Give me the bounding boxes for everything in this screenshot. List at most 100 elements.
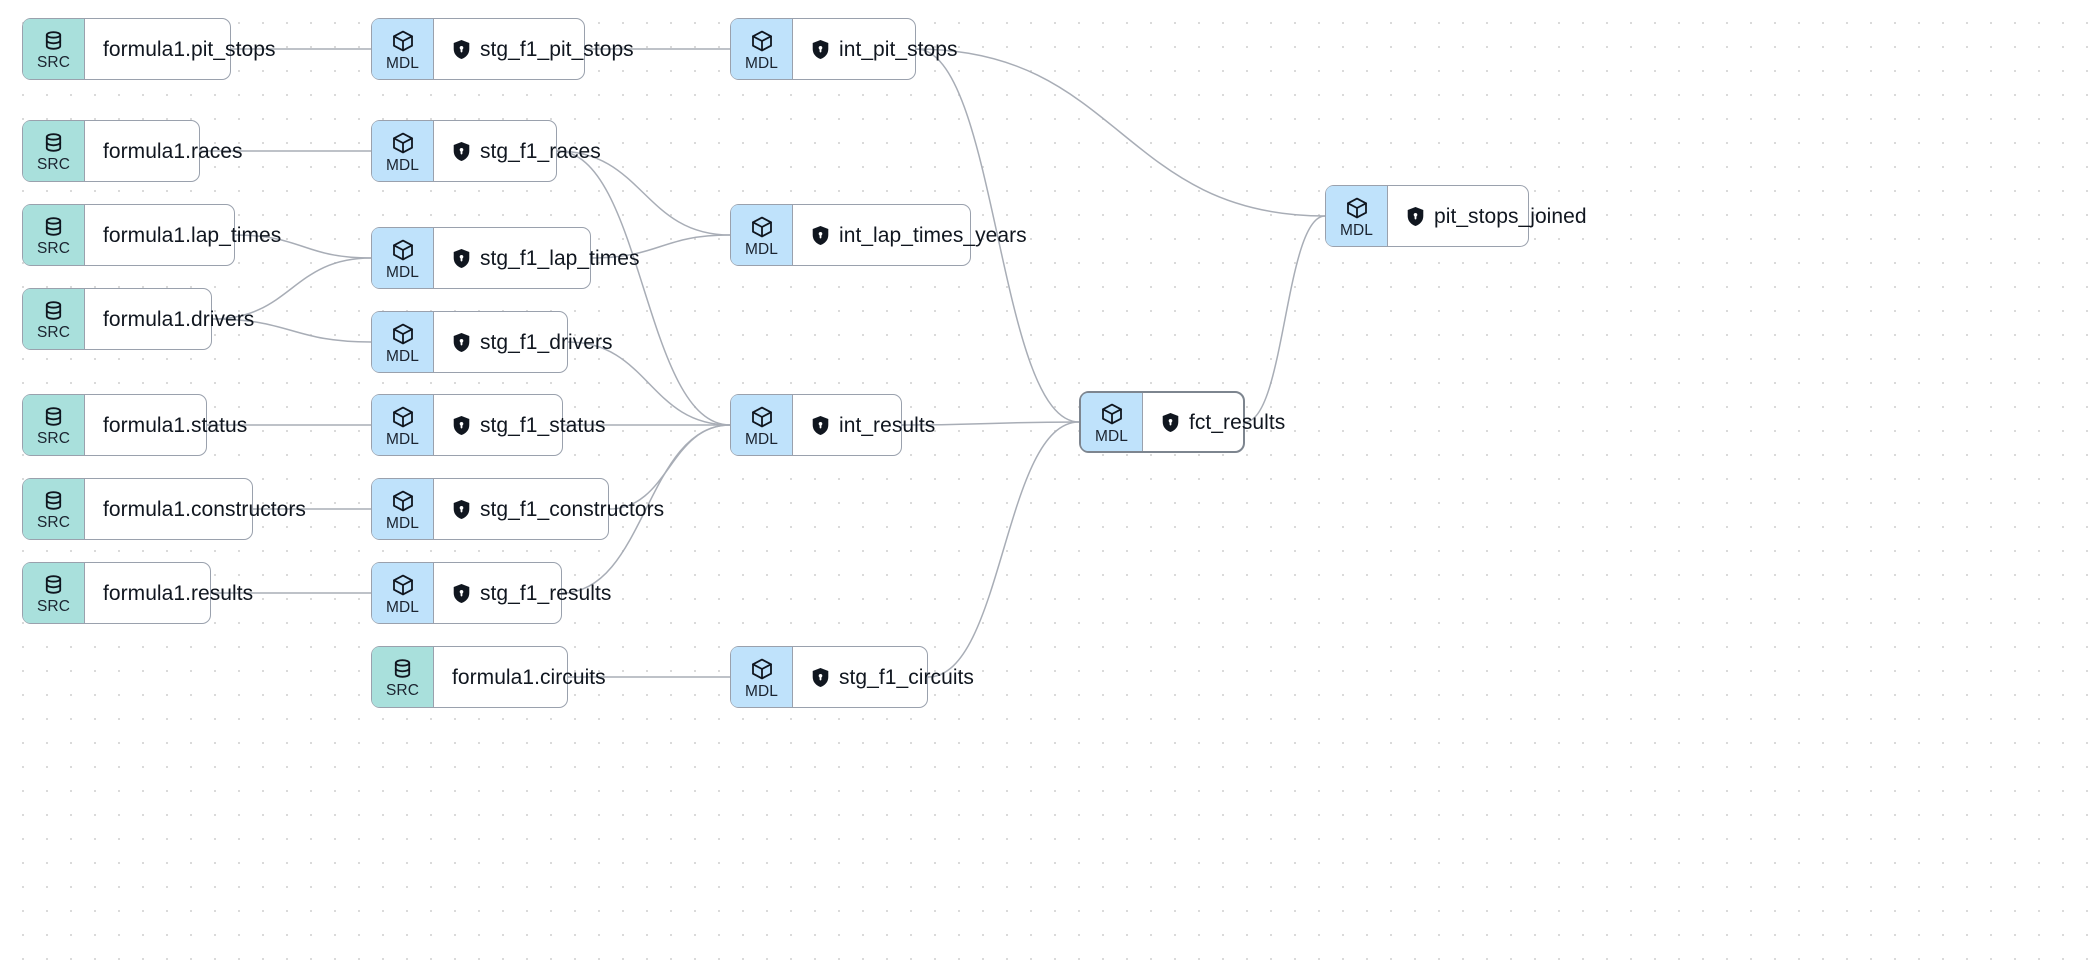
database-icon (391, 657, 414, 680)
node-type-badge-src: SRC (23, 205, 85, 265)
node-body: formula1.drivers (85, 289, 274, 349)
node-label: stg_f1_races (480, 139, 601, 163)
badge-label: MDL (385, 347, 420, 365)
badge-label: MDL (744, 240, 779, 258)
node-label: int_lap_times_years (839, 223, 1027, 247)
badge-label: SRC (385, 682, 420, 700)
node-label: formula1.drivers (103, 307, 255, 331)
node-body: formula1.races (85, 121, 263, 181)
database-icon (42, 299, 65, 322)
database-icon (42, 29, 65, 52)
shield-lock-icon (452, 39, 471, 60)
node-label: formula1.lap_times (103, 223, 282, 247)
node-label: stg_f1_lap_times (480, 246, 640, 270)
graph-node-stg_results[interactable]: MDL stg_f1_results (371, 562, 611, 624)
node-type-badge-mdl: MDL (372, 395, 434, 455)
cube-icon (391, 238, 415, 262)
node-body: stg_f1_status (434, 395, 626, 455)
node-label: formula1.pit_stops (103, 37, 276, 61)
badge-label: SRC (36, 156, 71, 174)
node-body: formula1.constructors (85, 479, 326, 539)
badge-label: SRC (36, 598, 71, 616)
badge-label: MDL (744, 682, 779, 700)
node-label: formula1.races (103, 139, 243, 163)
badge-label: SRC (36, 324, 71, 342)
node-body: stg_f1_constructors (434, 479, 684, 539)
graph-node-int_pit_stops[interactable]: MDL int_pit_stops (730, 18, 958, 80)
shield-lock-icon (452, 141, 471, 162)
node-body: formula1.circuits (434, 647, 626, 707)
shield-lock-icon (452, 248, 471, 269)
badge-label: SRC (36, 54, 71, 72)
badge-label: MDL (744, 54, 779, 72)
database-icon (42, 405, 65, 428)
node-label: int_results (839, 413, 936, 437)
node-type-badge-mdl: MDL (1326, 186, 1388, 246)
shield-lock-icon (452, 583, 471, 604)
node-label: stg_f1_status (480, 413, 606, 437)
badge-label: MDL (385, 598, 420, 616)
node-type-badge-src: SRC (23, 395, 85, 455)
cube-icon (1345, 196, 1369, 220)
node-type-badge-src: SRC (23, 563, 85, 623)
badge-label: SRC (36, 430, 71, 448)
node-body: stg_f1_results (434, 563, 631, 623)
node-type-badge-mdl: MDL (372, 228, 434, 288)
node-type-badge-mdl: MDL (372, 312, 434, 372)
node-body: stg_f1_races (434, 121, 621, 181)
edge-fct_results-to-pit_stops_joined (1244, 215, 1326, 423)
node-type-badge-src: SRC (372, 647, 434, 707)
graph-node-src_pit_stops[interactable]: SRC formula1.pit_stops (22, 18, 275, 80)
badge-label: SRC (36, 514, 71, 532)
node-body: stg_f1_lap_times (434, 228, 660, 288)
node-type-badge-src: SRC (23, 479, 85, 539)
node-type-badge-src: SRC (23, 121, 85, 181)
cube-icon (391, 489, 415, 513)
graph-node-stg_circuits[interactable]: MDL stg_f1_circuits (730, 646, 974, 708)
shield-lock-icon (811, 415, 830, 436)
cube-icon (750, 405, 774, 429)
database-icon (42, 489, 65, 512)
node-body: formula1.status (85, 395, 267, 455)
shield-lock-icon (1406, 206, 1425, 227)
badge-label: SRC (36, 240, 71, 258)
shield-lock-icon (452, 499, 471, 520)
badge-label: MDL (1339, 221, 1374, 239)
graph-node-src_lap_times[interactable]: SRC formula1.lap_times (22, 204, 281, 266)
cube-icon (391, 322, 415, 346)
graph-node-stg_status[interactable]: MDL stg_f1_status (371, 394, 606, 456)
graph-node-src_races[interactable]: SRC formula1.races (22, 120, 243, 182)
node-body: stg_f1_drivers (434, 312, 633, 372)
node-body: pit_stops_joined (1388, 186, 1607, 246)
node-body: int_pit_stops (793, 19, 978, 79)
node-body: formula1.results (85, 563, 273, 623)
node-type-badge-mdl: MDL (372, 479, 434, 539)
badge-label: MDL (385, 263, 420, 281)
node-body: int_results (793, 395, 955, 455)
node-label: stg_f1_pit_stops (480, 37, 634, 61)
node-label: stg_f1_circuits (839, 665, 974, 689)
node-type-badge-src: SRC (23, 289, 85, 349)
shield-lock-icon (811, 225, 830, 246)
node-label: int_pit_stops (839, 37, 958, 61)
graph-node-int_lap_times_years[interactable]: MDL int_lap_times_years (730, 204, 1027, 266)
node-body: int_lap_times_years (793, 205, 1047, 265)
node-type-badge-mdl: MDL (731, 647, 793, 707)
graph-node-src_drivers[interactable]: SRC formula1.drivers (22, 288, 254, 350)
graph-node-stg_lap_times[interactable]: MDL stg_f1_lap_times (371, 227, 640, 289)
shield-lock-icon (452, 415, 471, 436)
badge-label: MDL (385, 430, 420, 448)
node-label: stg_f1_results (480, 581, 612, 605)
